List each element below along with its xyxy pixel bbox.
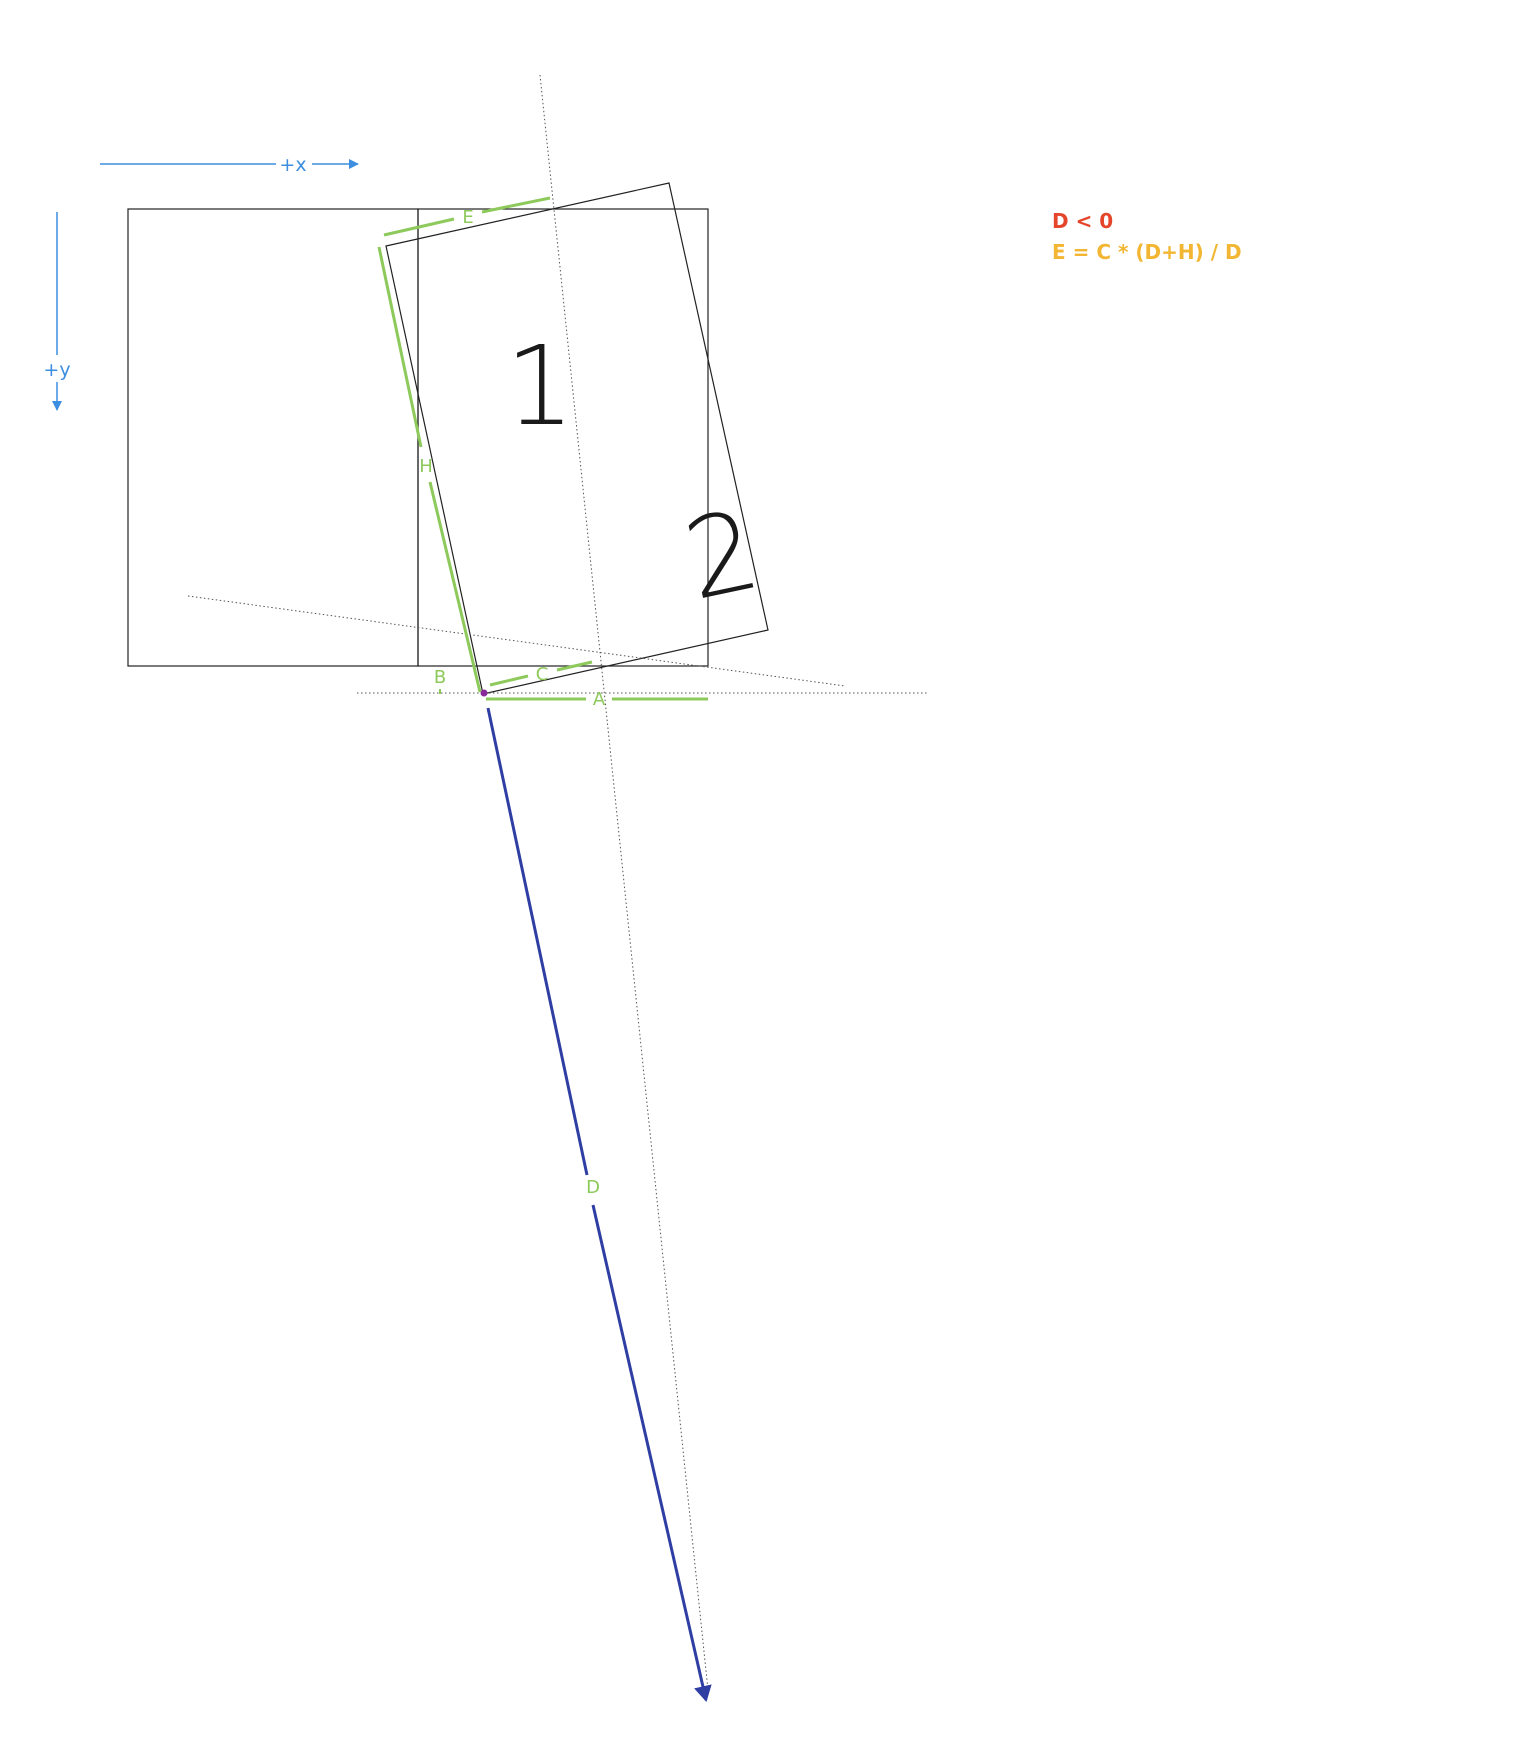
y-axis-label: +y <box>43 359 70 381</box>
segment-B: B <box>434 667 446 694</box>
segment-A: A <box>486 689 708 710</box>
segment-D-label: D <box>586 1177 600 1198</box>
page-2-number: 2 <box>674 485 769 625</box>
y-axis-indicator: +y <box>43 212 71 411</box>
segment-B-label: B <box>434 667 446 688</box>
x-axis-label: +x <box>279 154 306 176</box>
segment-C-label: C <box>536 664 549 685</box>
vector-D: D <box>486 707 712 1702</box>
segment-H-label: H <box>419 456 433 477</box>
segment-C: C <box>489 660 593 687</box>
pivot-point <box>480 689 488 697</box>
diagonal-construction-line <box>187 595 846 687</box>
x-axis-indicator: +x <box>100 154 359 176</box>
left-page-outline <box>127 208 419 667</box>
condition-note: D < 0 <box>1052 209 1113 233</box>
segment-E: E <box>383 196 551 237</box>
segment-E-label: E <box>462 207 473 228</box>
segment-H: H <box>377 246 482 693</box>
rotated-page-outline <box>385 182 769 695</box>
page-1-number: 1 <box>505 322 575 450</box>
vertical-construction-line <box>539 74 709 1691</box>
segment-A-label: A <box>593 689 606 710</box>
formula-note: E = C * (D+H) / D <box>1052 240 1242 264</box>
